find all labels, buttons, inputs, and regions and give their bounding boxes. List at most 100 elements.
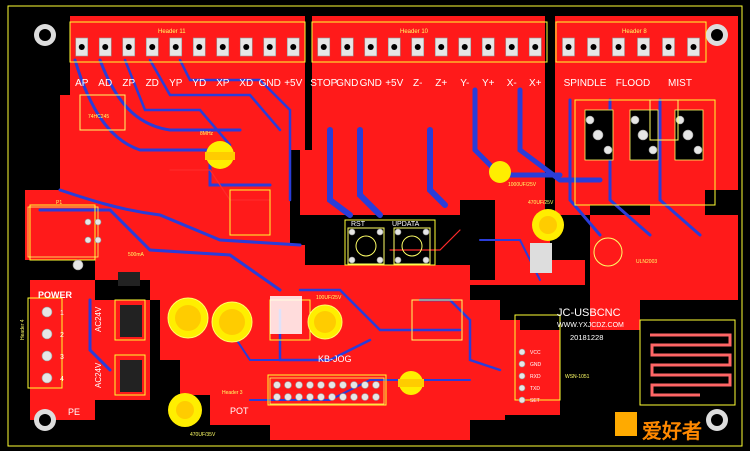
header-left-pads bbox=[75, 37, 300, 57]
cap-1000uf-label: 1000UF/25V bbox=[508, 182, 537, 188]
power-pin-4: 4 bbox=[60, 376, 64, 383]
kb-jog-pad bbox=[284, 381, 292, 389]
top-traces bbox=[169, 169, 461, 251]
wifi-pin-vcc: VCC bbox=[530, 350, 541, 356]
kb-jog-header bbox=[269, 377, 385, 405]
header-left-pin-label: ZP bbox=[122, 78, 135, 89]
tactile-switches bbox=[347, 227, 431, 265]
wifi-pin-rxd: RXD bbox=[530, 374, 541, 380]
silkscreen-outlines bbox=[27, 21, 736, 406]
header-left-pin-label: AD bbox=[98, 78, 112, 89]
wifi-pin-set: SET bbox=[530, 398, 540, 404]
header-left-pin-label: XP bbox=[216, 78, 230, 89]
kb-jog-pad bbox=[273, 393, 281, 401]
board-website: WWW.YXJCDZ.COM bbox=[557, 322, 624, 329]
kb-jog-pad bbox=[273, 381, 281, 389]
electrolytic-capacitors bbox=[167, 141, 623, 427]
kb-jog-pad bbox=[317, 381, 325, 389]
header-middle-pin-label: X+ bbox=[529, 78, 542, 89]
ic-uln2003-label: ULN2003 bbox=[636, 259, 657, 265]
wifi-antenna bbox=[650, 333, 732, 397]
power-pin-1: 1 bbox=[60, 310, 64, 317]
kb-jog-label: KB-JOG bbox=[318, 354, 352, 364]
board-name: JC-USBCNC bbox=[557, 307, 621, 319]
updata-label: UPDATA bbox=[392, 221, 420, 228]
relay-blocks bbox=[584, 109, 704, 161]
header-right-pin-label: MIST bbox=[668, 78, 692, 89]
header-middle-pin-label: GND bbox=[336, 78, 358, 89]
header-middle-pin-label: Y+ bbox=[482, 78, 495, 89]
cap-470uf-25-label: 470UF/25V bbox=[528, 200, 554, 206]
ac24v-top-label: AC24V bbox=[94, 306, 103, 332]
wifi-module-label: WSN-1051 bbox=[565, 374, 590, 380]
kb-jog-pad bbox=[306, 381, 314, 389]
kb-jog-pad bbox=[284, 393, 292, 401]
fuse-label: 500mA bbox=[128, 252, 145, 258]
kb-jog-pad bbox=[339, 381, 347, 389]
kb-jog-pad bbox=[372, 381, 380, 389]
header-middle-pin-label: Y- bbox=[460, 78, 469, 89]
kb-jog-pad bbox=[361, 381, 369, 389]
pe-label: PE bbox=[68, 407, 80, 417]
board-outline bbox=[7, 5, 743, 447]
kb-jog-pad bbox=[328, 393, 336, 401]
kb-jog-pad bbox=[372, 393, 380, 401]
header-middle-pin-label: GND bbox=[360, 78, 382, 89]
kb-jog-pad bbox=[350, 393, 358, 401]
header-right-title: Header 8 bbox=[622, 29, 647, 35]
header-middle-pin-label: X- bbox=[507, 78, 517, 89]
power-terminal: 1 2 3 4 Header 4 bbox=[20, 306, 64, 384]
wifi-module-pins: VCC GND RXD TXD SET bbox=[518, 348, 542, 404]
header-middle-pin-label: Z+ bbox=[435, 78, 447, 89]
header-left-pin-label: +5V bbox=[284, 78, 302, 89]
kb-jog-pad bbox=[339, 393, 347, 401]
xtal-label: 8MHz bbox=[200, 131, 214, 137]
kb-jog-pad bbox=[317, 393, 325, 401]
smd-components bbox=[79, 94, 679, 392]
cap-470uf-label: 470UF/35V bbox=[190, 432, 216, 438]
kb-jog-pad bbox=[306, 393, 314, 401]
kb-jog-pad bbox=[361, 393, 369, 401]
header-middle-pin-label: STOP bbox=[310, 78, 337, 89]
pot-label: POT bbox=[230, 406, 249, 416]
power-pin-2: 2 bbox=[60, 332, 64, 339]
mounting-holes bbox=[34, 24, 728, 431]
header-middle-title: Header 10 bbox=[400, 29, 429, 35]
watermark-text: 爱好者 bbox=[642, 419, 702, 443]
header-left-labels: AP AD ZP ZD YP YD XP XD GND+5V bbox=[75, 78, 303, 89]
header-right-pin-label: SPINDLE bbox=[564, 78, 607, 89]
header3-label: Header 3 bbox=[222, 390, 243, 396]
header-left-title: Header 11 bbox=[158, 29, 186, 35]
header-left-pin-label: YP bbox=[169, 78, 183, 89]
ic-74hc245-label: 74HC245 bbox=[88, 114, 109, 120]
wifi-pin-txd: TXD bbox=[530, 386, 540, 392]
header-middle-pads bbox=[317, 37, 542, 57]
kb-jog-pad bbox=[295, 381, 303, 389]
rst-label: RST bbox=[351, 221, 366, 228]
power-pin-3: 3 bbox=[60, 354, 64, 361]
cap-100uf-label: 100UF/25V bbox=[316, 295, 342, 301]
power-label: POWER bbox=[38, 290, 73, 300]
kb-jog-pad bbox=[350, 381, 358, 389]
kb-jog-pad bbox=[328, 381, 336, 389]
ac24v-bottom-label: AC24V bbox=[94, 362, 103, 388]
header-left-pin-label: AP bbox=[75, 78, 89, 89]
header-left-pin-label: GND bbox=[259, 78, 281, 89]
header-middle-pin-label: Z- bbox=[413, 78, 422, 89]
header-middle-pin-label: +5V bbox=[385, 78, 403, 89]
header-right-labels: SPINDLE FLOOD MIST bbox=[564, 78, 692, 89]
board-date: 20181228 bbox=[570, 333, 603, 342]
header4-label: Header 4 bbox=[20, 319, 26, 340]
header-left-pin-label: XD bbox=[239, 78, 253, 89]
header-left-pin-label: ZD bbox=[146, 78, 159, 89]
header-right-pads bbox=[562, 37, 700, 57]
kb-jog-pad bbox=[295, 393, 303, 401]
header-left-pin-label: YD bbox=[192, 78, 206, 89]
wifi-pin-gnd: GND bbox=[530, 362, 542, 368]
usb-label: P1 bbox=[56, 200, 62, 206]
usb-connector: P1 bbox=[27, 200, 102, 271]
header-right-pin-label: FLOOD bbox=[616, 78, 650, 89]
watermark-logo: 爱好者 bbox=[615, 412, 702, 443]
